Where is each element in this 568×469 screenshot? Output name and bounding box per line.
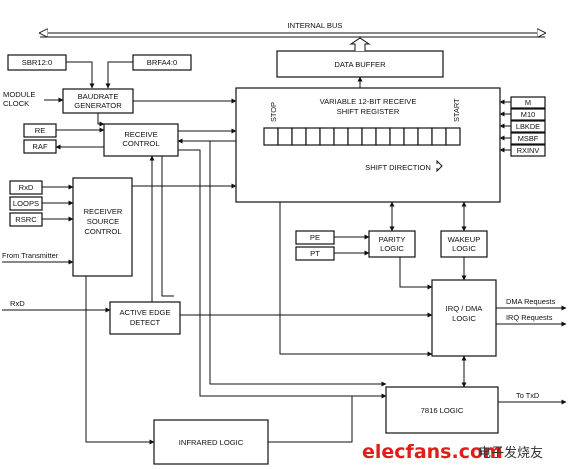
rsrc-label: RSRC [15, 215, 37, 224]
dma-requests-label: DMA Requests [506, 297, 556, 306]
receive-control-label-1: RECEIVE [124, 130, 157, 139]
rxd-left-label: RxD [10, 299, 25, 308]
msbf-label: MSBF [518, 134, 539, 143]
re-label: RE [35, 126, 46, 135]
infrared-label: INFRARED LOGIC [179, 438, 244, 447]
irq-dma-label-1: IRQ / DMA [446, 304, 484, 313]
loops-label: LOOPS [13, 199, 39, 208]
receive-control-label-2: CONTROL [122, 139, 159, 148]
brfa-input: BRFA4:0 [132, 54, 192, 71]
to-txd-label: To TxD [516, 391, 539, 400]
receive-control-block: RECEIVE CONTROL [103, 123, 179, 157]
watermark-site: elecfans.com [362, 441, 503, 463]
receiver-source-label-2: SOURCE [87, 217, 120, 226]
parity-inputs: PE PT [295, 230, 370, 261]
receiver-source-label-1: RECEIVER [84, 207, 123, 216]
baudrate-generator-block: BAUDRATE GENERATOR [62, 88, 134, 114]
rxd-input-label: RxD [19, 183, 34, 192]
data-buffer-label: DATA BUFFER [334, 60, 386, 69]
irq-requests-label: IRQ Requests [506, 313, 553, 322]
iso7816-label: 7816 LOGIC [421, 406, 464, 415]
parity-label-2: LOGIC [380, 244, 404, 253]
brfa-label: BRFA4:0 [147, 58, 177, 67]
sbr-input: SBR12:0 [7, 54, 67, 71]
re-input: RE [23, 123, 57, 138]
shift-register-label-2: SHIFT REGISTER [337, 107, 400, 116]
receiver-source-control-block: RECEIVER SOURCE CONTROL [72, 177, 133, 277]
source-inputs: RxD LOOPS RSRC [9, 180, 74, 227]
rxinv-label: RXINV [517, 146, 540, 155]
stop-label: STOP [269, 102, 278, 122]
iso7816-logic-block: 7816 LOGIC [385, 386, 499, 434]
lbkde-label: LBKDE [516, 122, 540, 131]
raf-label: RAF [32, 142, 48, 151]
shift-register-label-1: VARIABLE 12-BIT RECEIVE [320, 97, 417, 106]
baudrate-label-1: BAUDRATE [78, 92, 119, 101]
mode-inputs: M M10 LBKDE MSBF RXINV [499, 96, 546, 157]
active-edge-label-1: ACTIVE EDGE [119, 308, 170, 317]
shift-direction-arrow-icon [436, 159, 443, 173]
wakeup-logic-block: WAKEUP LOGIC [440, 230, 488, 258]
module-clock-label-1: MODULE [3, 90, 36, 99]
active-edge-detect-block: ACTIVE EDGE DETECT [109, 301, 181, 335]
irq-dma-label-2: LOGIC [452, 314, 476, 323]
watermark-cn: 电子发烧友 [478, 445, 543, 461]
raf-input: RAF [23, 139, 57, 154]
wakeup-label-1: WAKEUP [448, 235, 481, 244]
irq-dma-logic-block: IRQ / DMA LOGIC [431, 279, 497, 357]
internal-bus-label: INTERNAL BUS [288, 21, 343, 30]
receiver-source-label-3: CONTROL [84, 227, 121, 236]
parity-logic-block: PARITY LOGIC [368, 230, 416, 258]
pt-label: PT [310, 249, 320, 258]
elecfans-watermark: elecfans.com 电子发烧友 [362, 441, 543, 463]
pe-label: PE [310, 233, 320, 242]
infrared-logic-block: INFRARED LOGIC [153, 419, 269, 465]
module-clock-label-2: CLOCK [3, 99, 29, 108]
wakeup-label-2: LOGIC [452, 244, 476, 253]
shift-register-cells [263, 127, 461, 146]
shift-register-block: VARIABLE 12-BIT RECEIVE SHIFT REGISTER S… [235, 87, 501, 203]
start-label: START [452, 98, 461, 122]
from-transmitter-label: From Transmitter [2, 251, 59, 260]
baudrate-label-2: GENERATOR [74, 101, 122, 110]
shift-direction-label: SHIFT DIRECTION [365, 163, 431, 172]
m10-label: M10 [521, 110, 535, 119]
m-label: M [525, 98, 531, 107]
sbr-label: SBR12:0 [22, 58, 52, 67]
active-edge-label-2: DETECT [130, 318, 161, 327]
parity-label-1: PARITY [379, 235, 406, 244]
data-buffer-block: DATA BUFFER [276, 37, 444, 78]
internal-bus: INTERNAL BUS [40, 21, 545, 38]
